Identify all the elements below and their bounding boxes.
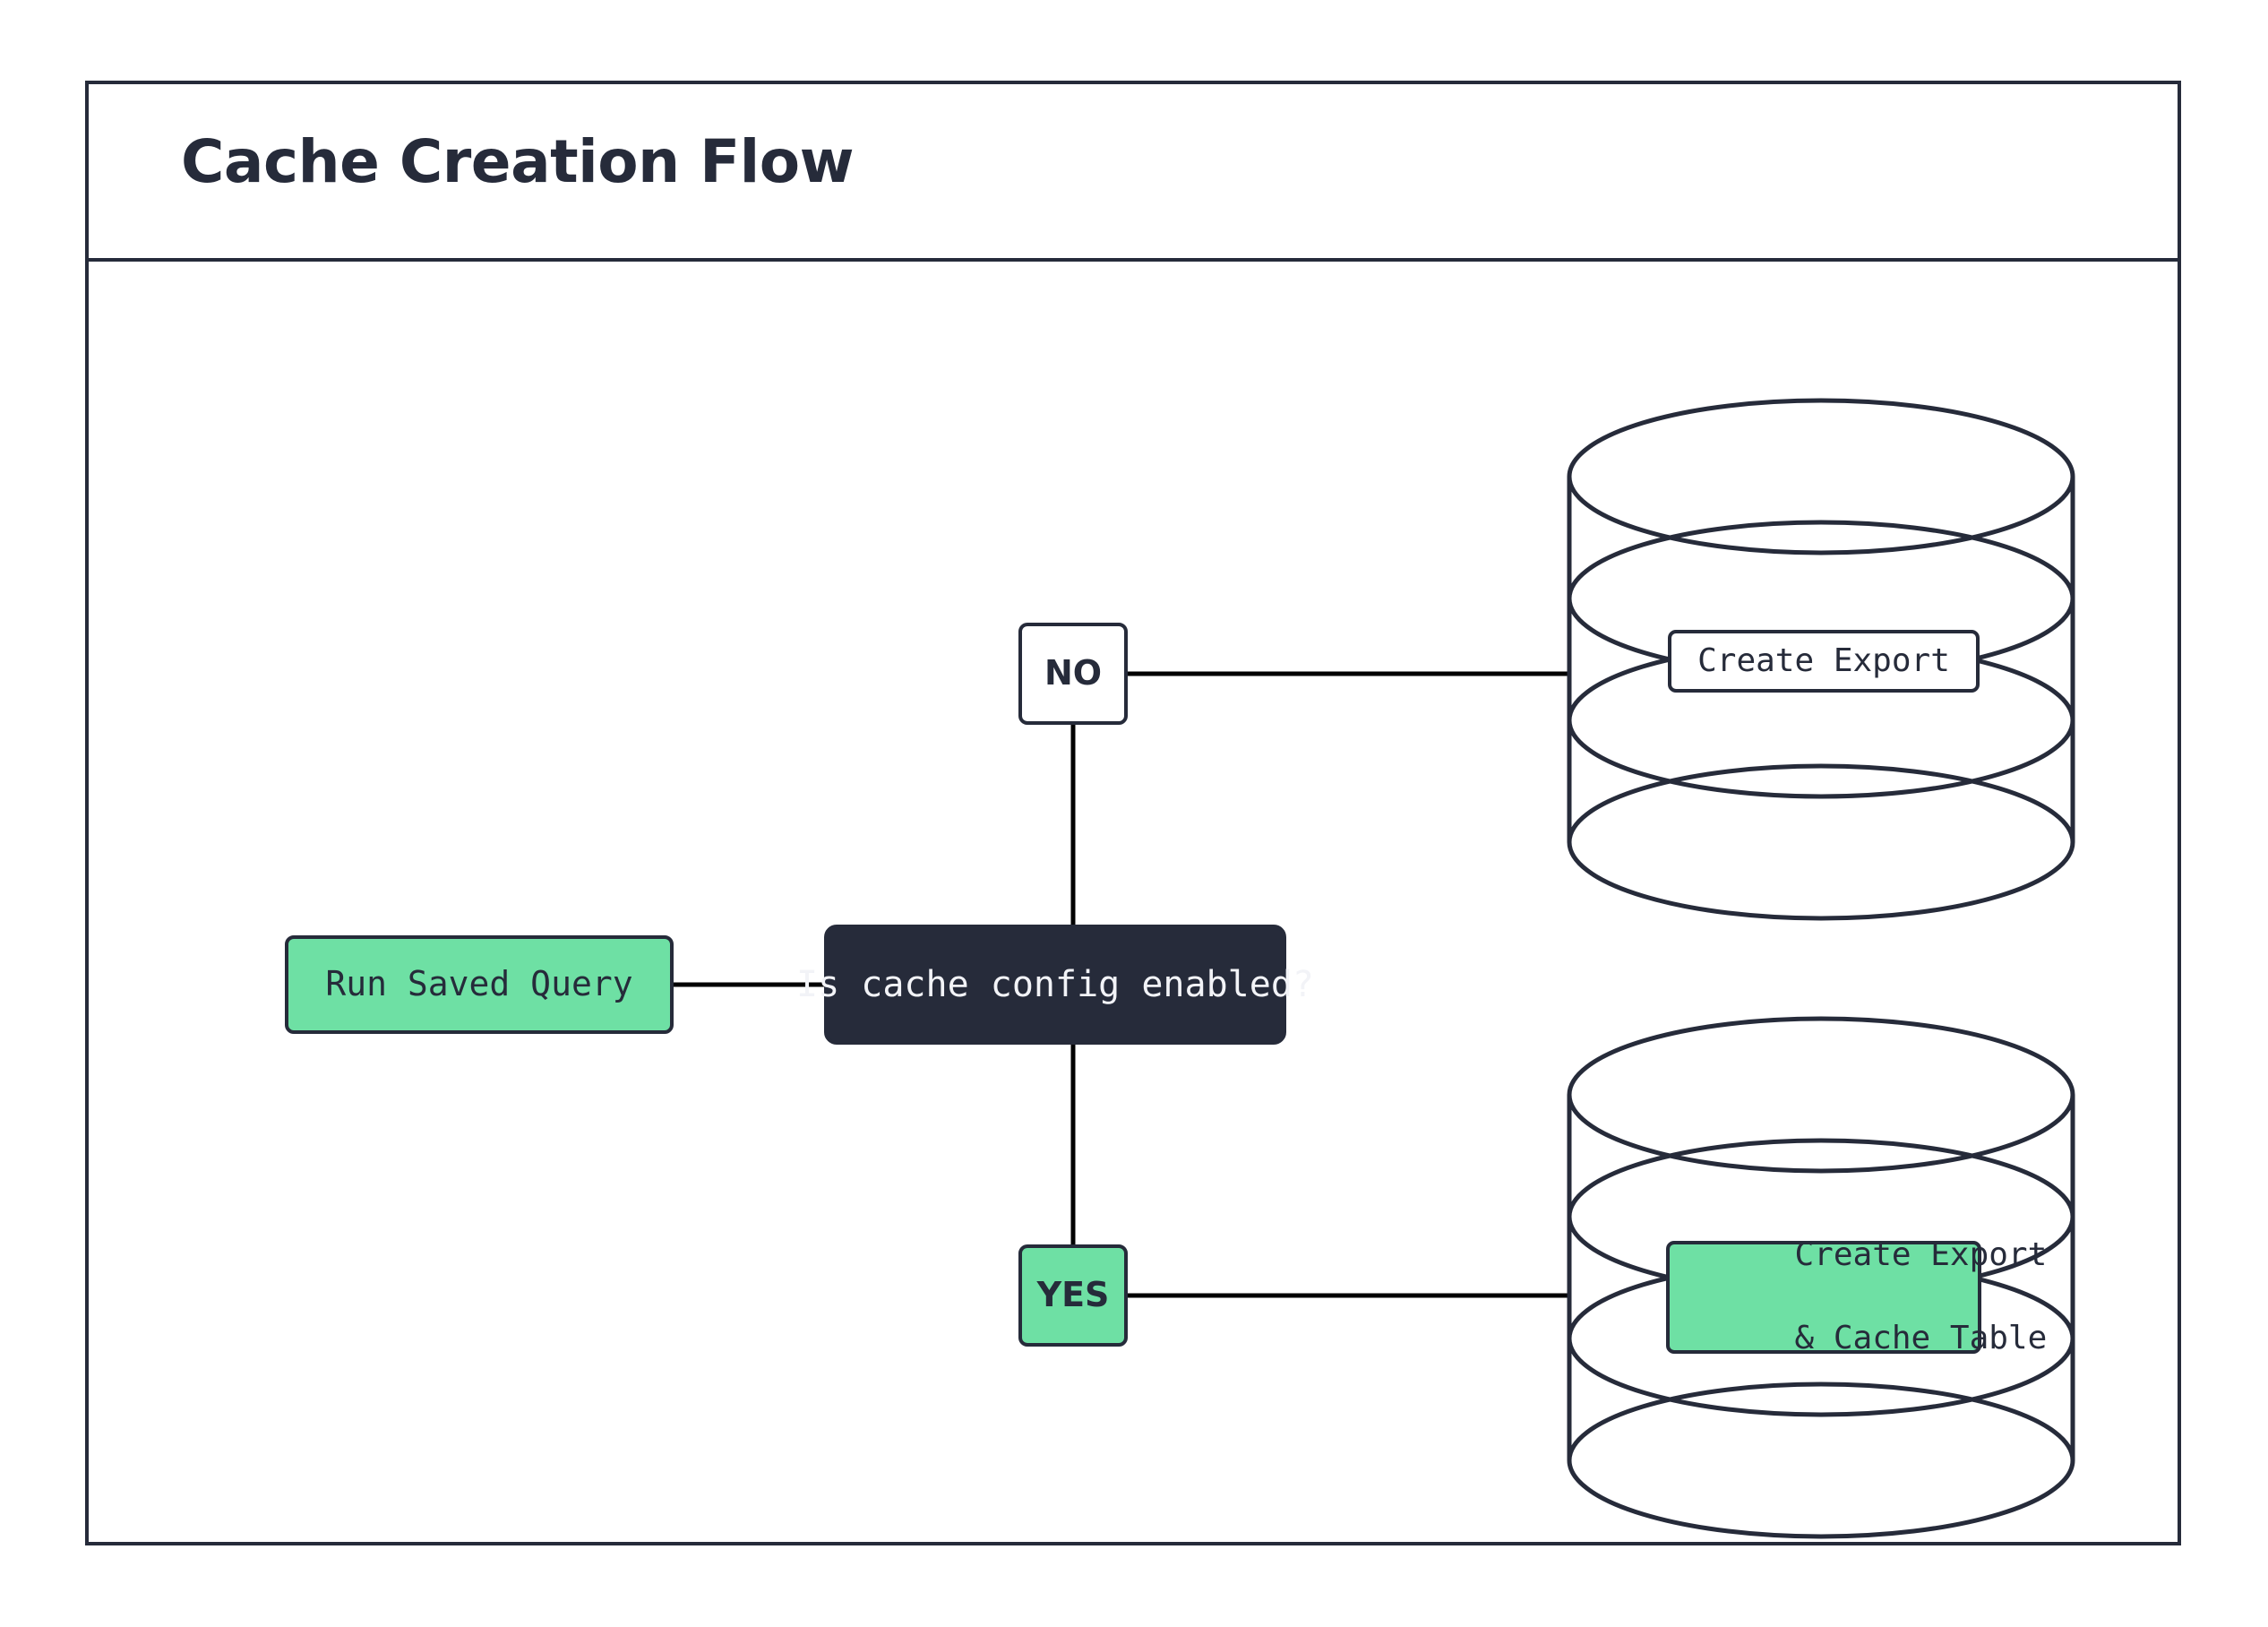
diagram-frame: Cache Creation Flow (85, 81, 2181, 1545)
page-title: Cache Creation Flow (181, 127, 855, 196)
database-bottom-label-line2: & Cache Table (1794, 1320, 2048, 1357)
database-top-label-create-export[interactable]: Create Export (1668, 630, 1980, 693)
node-branch-no[interactable]: NO (1018, 623, 1128, 725)
diagram-header: Cache Creation Flow (89, 84, 2178, 262)
database-bottom-label-text: Create Export & Cache Table (1601, 1192, 2048, 1402)
database-bottom-label-line1: Create Export (1794, 1235, 2048, 1273)
diagram-body: Run Saved Query Is cache config enabled?… (89, 262, 2178, 1542)
node-branch-yes[interactable]: YES (1018, 1244, 1128, 1347)
node-decision-is-cache-config-enabled[interactable]: Is cache config enabled? (796, 925, 1314, 1045)
node-run-saved-query[interactable]: Run Saved Query (285, 935, 674, 1034)
database-bottom-label-create-export-cache-table[interactable]: Create Export & Cache Table (1666, 1236, 2047, 1356)
